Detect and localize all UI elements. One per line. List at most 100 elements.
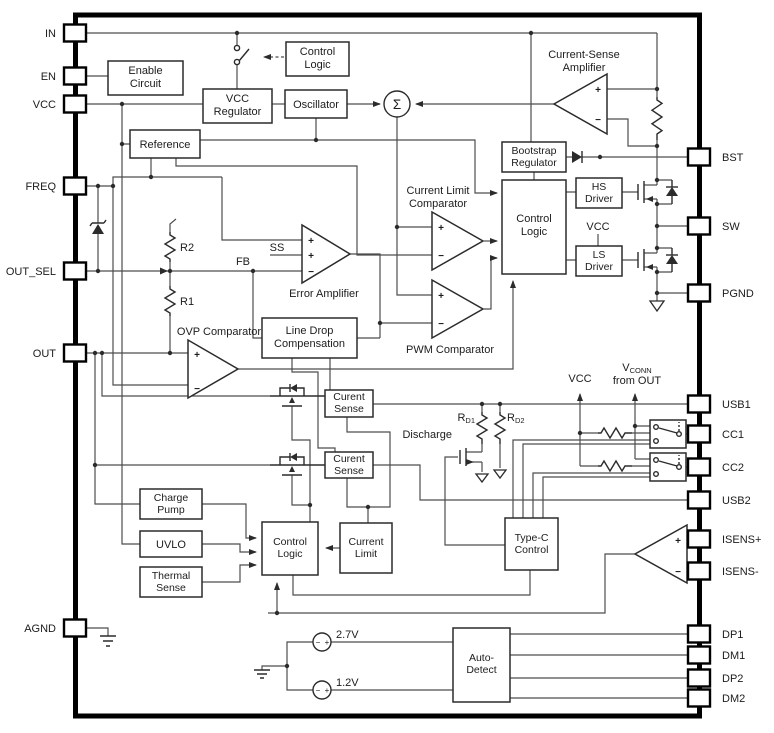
cl-comp-label: Comparator	[409, 198, 467, 210]
v27-label: 2.7V	[336, 629, 359, 641]
svg-text:Control: Control	[300, 46, 335, 58]
block-vcc-regulator: VCC Regulator	[202, 88, 273, 124]
block-control-logic-top: Control Logic	[285, 41, 350, 77]
pin-pgnd: PGND	[686, 283, 754, 303]
svg-text:−: −	[595, 115, 601, 126]
block-thermal-sense: Thermal Sense	[139, 566, 203, 598]
block-hs-driver: HS Driver	[575, 177, 623, 209]
svg-text:UVLO: UVLO	[156, 539, 186, 551]
pin-out-sel: OUT_SEL	[6, 261, 88, 281]
isense-amplifier: + −	[633, 523, 688, 585]
pin-dm2: DM2	[686, 688, 745, 708]
vconn-label: VCONN	[622, 362, 651, 375]
svg-text:+: +	[438, 291, 444, 302]
block-control-logic-right: Control Logic	[501, 179, 567, 275]
svg-text:VCC: VCC	[226, 93, 249, 105]
pin-dp2: DP2	[686, 668, 743, 688]
pin-dp1: DP1	[686, 624, 743, 644]
svg-text:Sense: Sense	[156, 582, 186, 594]
block-current-limit: Current Limit	[339, 522, 393, 574]
svg-text:Logic: Logic	[277, 548, 302, 560]
svg-text:+: +	[308, 236, 314, 247]
svg-text:Oscillator: Oscillator	[293, 99, 339, 111]
fb-label: FB	[236, 256, 250, 268]
svg-text:Regulator: Regulator	[511, 157, 557, 169]
svg-text:ISENS+: ISENS+	[722, 534, 761, 546]
svg-text:Control: Control	[515, 544, 549, 556]
svg-text:USB2: USB2	[722, 495, 751, 507]
pwm-comp-label: PWM Comparator	[406, 344, 494, 356]
r2-label: R2	[180, 242, 194, 254]
ls-mosfet-icon	[637, 248, 678, 272]
svg-text:DP2: DP2	[722, 673, 743, 685]
vcc-ls-label: VCC	[586, 221, 609, 233]
current-sense-amplifier: Current-Sense Amplifier + −	[548, 49, 620, 136]
vcc-cc-label: VCC	[568, 373, 591, 385]
pin-cc1: CC1	[686, 424, 744, 444]
svg-text:−: −	[438, 319, 444, 330]
r1-label: R1	[180, 296, 194, 308]
cl-comp-label: Current Limit	[407, 185, 470, 197]
pin-isens-plus: ISENS+	[686, 529, 761, 549]
svg-text:VCC: VCC	[33, 99, 56, 111]
load-switch1-icon	[270, 384, 325, 407]
rd1-label: RD1	[457, 412, 475, 425]
pin-out: OUT	[33, 343, 88, 363]
source-1v2-icon: − +	[312, 680, 332, 700]
amplifiers: Current-Sense Amplifier + − + + − Error …	[177, 49, 688, 585]
svg-text:DM1: DM1	[722, 650, 745, 662]
ovp-comparator: OVP Comparator + −	[177, 326, 261, 400]
svg-text:FREQ: FREQ	[25, 181, 56, 193]
block-oscillator: Oscillator	[284, 89, 348, 119]
svg-text:SW: SW	[722, 221, 740, 233]
agnd-ground-icon	[100, 635, 116, 647]
svg-text:HS: HS	[592, 181, 607, 193]
svg-text:Control: Control	[273, 536, 307, 548]
block-charge-pump: Charge Pump	[139, 488, 203, 520]
cc2-resistor-icon	[598, 459, 632, 473]
svg-text:BST: BST	[722, 152, 744, 164]
load-switch2-icon	[270, 453, 325, 476]
svg-text:Compensation: Compensation	[274, 338, 345, 350]
blocks: Enable Circuit Control Logic VCC Regulat…	[107, 41, 623, 703]
ss-label: SS	[270, 242, 285, 254]
svg-text:+: +	[308, 251, 314, 262]
svg-text:−: −	[316, 638, 321, 647]
discharge-ground-icon	[474, 473, 490, 484]
svg-text:Thermal: Thermal	[152, 570, 191, 582]
error-amplifier: + + − Error Amplifier	[289, 223, 359, 300]
pin-en: EN	[41, 66, 88, 86]
svg-text:Type-C: Type-C	[515, 532, 549, 544]
v12-label: 1.2V	[336, 677, 359, 689]
svg-text:+: +	[194, 350, 200, 361]
svg-text:Driver: Driver	[585, 261, 614, 273]
svg-text:−: −	[194, 384, 200, 395]
svg-text:−: −	[675, 567, 681, 578]
svg-text:Curent: Curent	[333, 391, 365, 403]
svg-text:Regulator: Regulator	[214, 106, 262, 118]
discharge-label: Discharge	[402, 429, 452, 441]
resistor-rd2-icon	[493, 412, 507, 444]
pin-in: IN	[45, 23, 88, 43]
tap-arrow-icon	[160, 267, 168, 275]
svg-text:USB1: USB1	[722, 399, 751, 411]
svg-text:OUT: OUT	[33, 348, 57, 360]
block-ls-driver: LS Driver	[575, 245, 623, 277]
svg-text:Pump: Pump	[157, 504, 185, 516]
svg-text:−: −	[438, 251, 444, 262]
sigma-symbol: Σ	[393, 97, 401, 112]
svg-text:Limit: Limit	[355, 548, 377, 560]
pins: IN EN VCC FREQ OUT_SEL OUT AGND BST SW P…	[6, 23, 761, 708]
block-control-logic-bottom: Control Logic	[261, 521, 319, 576]
svg-text:DM2: DM2	[722, 693, 745, 705]
svg-text:CC2: CC2	[722, 462, 744, 474]
svg-text:Bootstrap: Bootstrap	[512, 145, 557, 157]
csa-label: Current-Sense	[548, 49, 620, 61]
junction-dots	[92, 30, 660, 669]
svg-text:−: −	[308, 267, 314, 278]
misc-labels: SS FB R2 R1 VCC VCC VCONN from OUT RD1 R…	[180, 221, 661, 689]
svg-text:+: +	[595, 85, 601, 96]
svg-text:EN: EN	[41, 71, 56, 83]
svg-text:PGND: PGND	[722, 288, 754, 300]
